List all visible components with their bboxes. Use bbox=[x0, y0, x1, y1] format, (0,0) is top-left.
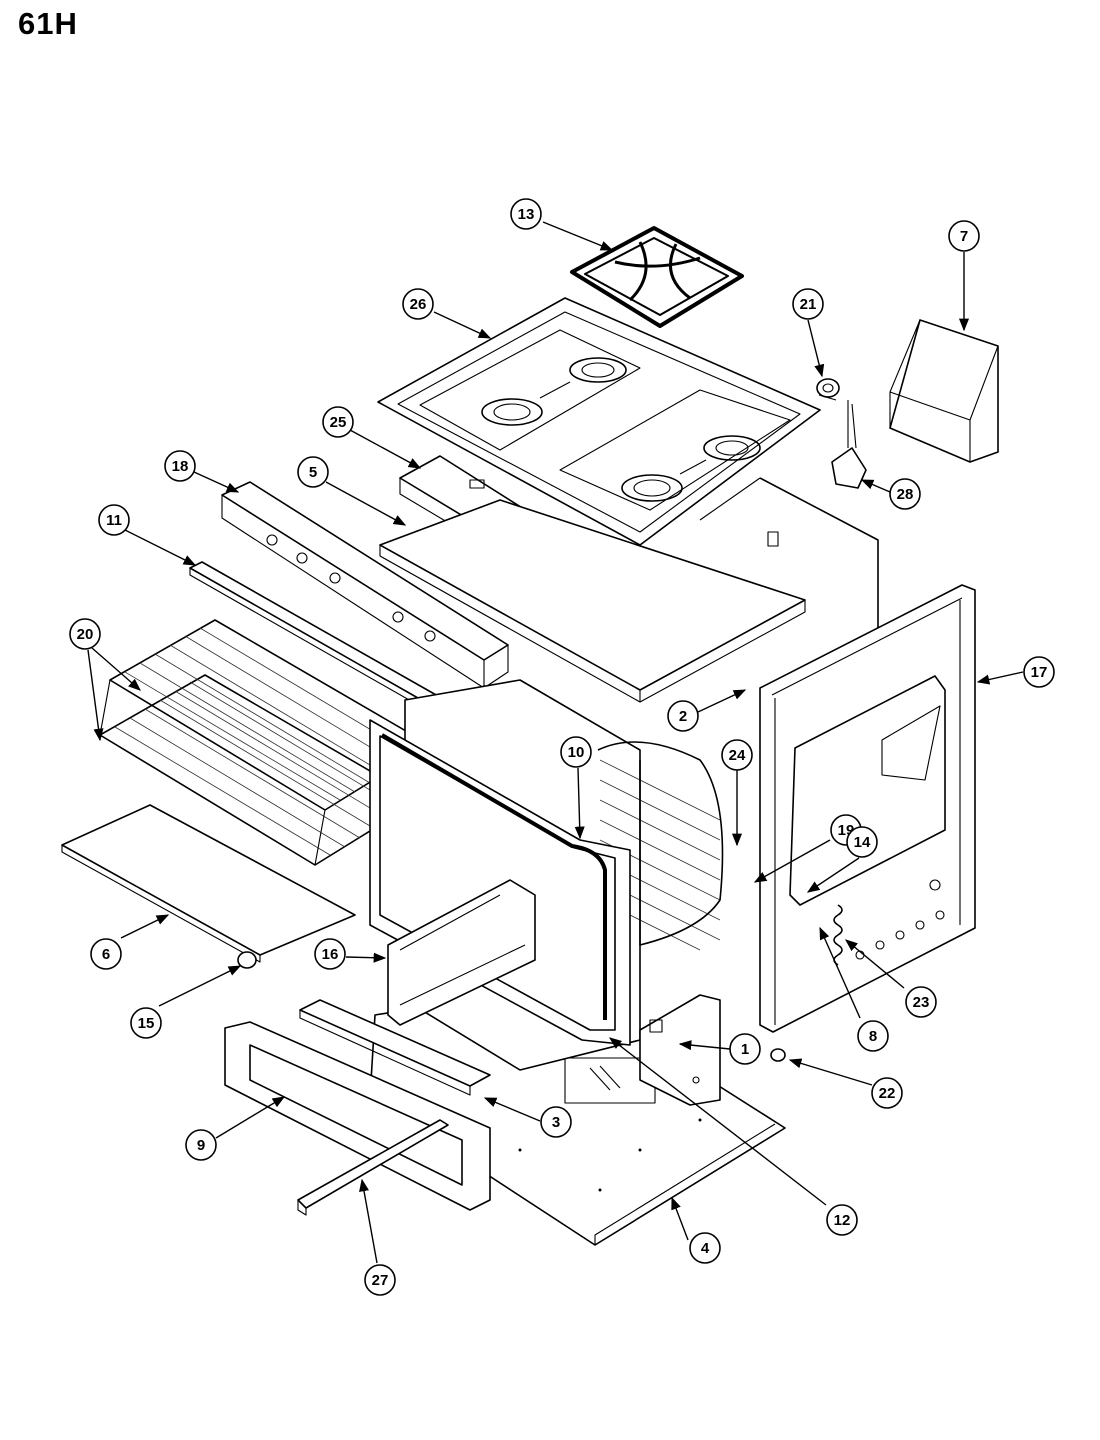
callout-2: 2 bbox=[667, 700, 699, 732]
callout-2-label: 2 bbox=[679, 708, 687, 725]
callout-15: 15 bbox=[130, 1007, 162, 1039]
heat-shield bbox=[387, 879, 536, 1026]
callout-3-label: 3 bbox=[552, 1114, 560, 1131]
callout-23: 23 bbox=[905, 986, 937, 1018]
callout-6-label: 6 bbox=[102, 946, 110, 963]
callout-7-label: 7 bbox=[960, 228, 968, 245]
callout-5-label: 5 bbox=[309, 464, 317, 481]
broiler-pan bbox=[61, 804, 356, 963]
callout-25-label: 25 bbox=[330, 414, 347, 431]
regulator bbox=[831, 400, 867, 489]
leader-lines bbox=[87, 221, 1024, 1264]
pan-knob bbox=[237, 951, 257, 969]
side-panel bbox=[759, 584, 976, 1033]
callout-17-label: 17 bbox=[1031, 664, 1048, 681]
callout-22-label: 22 bbox=[879, 1085, 896, 1102]
callout-18: 18 bbox=[164, 450, 196, 482]
callout-22: 22 bbox=[871, 1077, 903, 1109]
callout-27: 27 bbox=[364, 1264, 396, 1296]
callout-8-label: 8 bbox=[869, 1028, 877, 1045]
callout-27-label: 27 bbox=[372, 1272, 389, 1289]
callout-9: 9 bbox=[185, 1129, 217, 1161]
callout-14-label: 14 bbox=[854, 834, 871, 851]
burner-box bbox=[379, 499, 806, 703]
callout-26: 26 bbox=[402, 288, 434, 320]
callout-24-label: 24 bbox=[729, 747, 746, 764]
callout-14: 14 bbox=[846, 826, 878, 858]
back-guard bbox=[889, 319, 999, 463]
page-title: 61H bbox=[18, 6, 78, 41]
callout-20: 20 bbox=[69, 618, 101, 650]
callout-20-label: 20 bbox=[77, 626, 94, 643]
door-spring bbox=[833, 904, 843, 966]
bottom-panel bbox=[369, 984, 786, 1246]
callout-1-label: 1 bbox=[741, 1041, 749, 1058]
callout-16: 16 bbox=[314, 938, 346, 970]
callout-16-label: 16 bbox=[322, 946, 339, 963]
callout-21-label: 21 bbox=[800, 296, 817, 313]
callouts: 13 26 7 21 28 25 5 18 11 20 2 17 10 24 1… bbox=[69, 198, 1055, 1296]
callout-4-label: 4 bbox=[701, 1240, 710, 1257]
leveling-leg bbox=[770, 1048, 786, 1062]
callout-7: 7 bbox=[948, 220, 980, 252]
callout-5: 5 bbox=[297, 456, 329, 488]
callout-18-label: 18 bbox=[172, 458, 189, 475]
callout-21: 21 bbox=[792, 288, 824, 320]
callout-11: 11 bbox=[98, 504, 130, 536]
callout-12: 12 bbox=[826, 1204, 858, 1236]
callout-13-label: 13 bbox=[518, 206, 535, 223]
callout-24: 24 bbox=[721, 739, 753, 771]
callout-6: 6 bbox=[90, 938, 122, 970]
control-fitting bbox=[816, 378, 840, 401]
callout-23-label: 23 bbox=[913, 994, 930, 1011]
callout-25: 25 bbox=[322, 406, 354, 438]
burner-grate bbox=[570, 226, 744, 328]
oven-door-frame bbox=[369, 719, 631, 1046]
callout-15-label: 15 bbox=[138, 1015, 155, 1032]
callout-11-label: 11 bbox=[106, 512, 122, 529]
cooktop bbox=[377, 297, 821, 546]
callout-26-label: 26 bbox=[410, 296, 427, 313]
drawer-front bbox=[224, 1021, 491, 1211]
slide-rail bbox=[297, 1119, 449, 1216]
drawer-rail bbox=[299, 999, 491, 1096]
callout-3: 3 bbox=[540, 1106, 572, 1138]
callout-10: 10 bbox=[560, 736, 592, 768]
callout-1: 1 bbox=[729, 1033, 761, 1065]
callout-17: 17 bbox=[1023, 656, 1055, 688]
callout-13: 13 bbox=[510, 198, 542, 230]
callout-28-label: 28 bbox=[897, 486, 914, 503]
callout-8: 8 bbox=[857, 1020, 889, 1052]
manifold-panel bbox=[221, 481, 509, 689]
callout-9-label: 9 bbox=[197, 1137, 205, 1154]
callout-4: 4 bbox=[689, 1232, 721, 1264]
callout-28: 28 bbox=[889, 478, 921, 510]
callout-10-label: 10 bbox=[568, 744, 585, 761]
callout-12-label: 12 bbox=[834, 1212, 851, 1229]
